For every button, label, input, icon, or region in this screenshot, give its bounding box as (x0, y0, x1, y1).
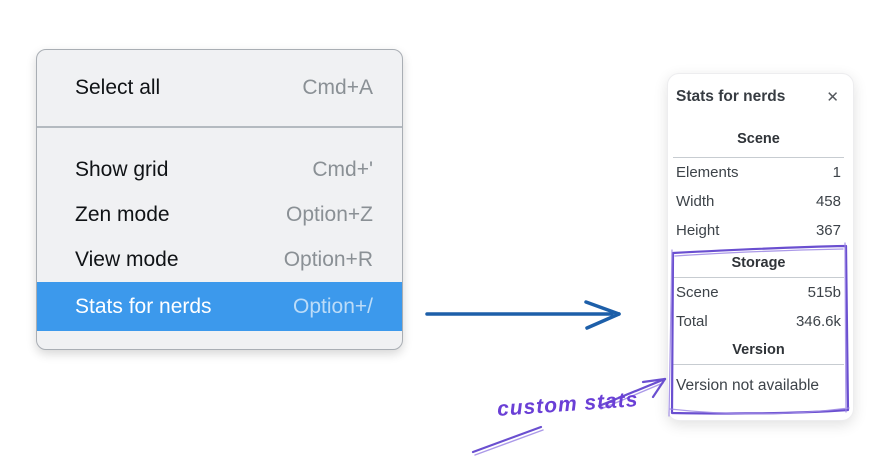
stat-row-elements: Elements 1 (676, 158, 841, 187)
scene-section: Scene Elements 1 Width 458 Height 367 (673, 128, 844, 245)
menu-divider (37, 126, 402, 128)
stat-label: Height (676, 222, 720, 239)
stats-panel-header: Stats for nerds ✕ (676, 88, 841, 106)
menu-item-stats-for-nerds[interactable]: Stats for nerds Option+/ (37, 282, 402, 331)
panel-title: Stats for nerds (676, 88, 786, 105)
scene-section-header: Scene (737, 131, 780, 147)
storage-section-header: Storage (731, 255, 786, 271)
version-section: Version Version not available (673, 336, 844, 402)
menu-item-shortcut: Cmd+' (312, 157, 373, 181)
stats-panel: Stats for nerds ✕ Scene Elements 1 Width… (667, 73, 854, 421)
stat-value: 346.6k (795, 313, 841, 330)
stat-row-width: Width 458 (676, 187, 841, 216)
stat-value: 1 (832, 164, 841, 181)
arrow-menu-to-panel-icon (425, 300, 621, 330)
stat-value: 458 (815, 193, 841, 210)
menu-item-label: Show grid (75, 157, 169, 181)
menu-item-label: Stats for nerds (75, 294, 212, 318)
menu-item-shortcut: Cmd+A (302, 76, 373, 99)
stat-value: 515b (807, 284, 841, 301)
section-divider (673, 157, 844, 158)
annotation-label: custom stats (496, 388, 640, 421)
menu-item-shortcut: Option+R (283, 247, 373, 271)
stat-label: Scene (676, 284, 719, 301)
stat-value: 367 (815, 222, 841, 239)
stat-label: Total (676, 313, 708, 330)
menu-item-shortcut: Option+/ (293, 294, 373, 318)
stat-row-total-size: Total 346.6k (676, 307, 841, 336)
menu-item-label: View mode (75, 247, 179, 271)
menu-item-show-grid[interactable]: Show grid Cmd+' (37, 147, 402, 192)
section-divider (673, 364, 844, 365)
menu-item-shortcut: Option+Z (286, 202, 373, 226)
storage-section: Storage Scene 515b Total 346.6k (673, 249, 844, 336)
menu-item-label: Select all (75, 76, 161, 99)
version-section-header: Version (732, 342, 785, 358)
stat-label: Width (676, 193, 715, 210)
menu-item-select-all[interactable]: Select all Cmd+A (37, 50, 402, 126)
stat-row-height: Height 367 (676, 216, 841, 245)
context-menu: Select all Cmd+A Show grid Cmd+' Zen mod… (36, 49, 403, 350)
version-note: Version not available (676, 377, 820, 394)
close-icon[interactable]: ✕ (826, 88, 839, 106)
stat-label: Elements (676, 164, 739, 181)
menu-group: Show grid Cmd+' Zen mode Option+Z View m… (37, 128, 402, 331)
menu-item-label: Zen mode (75, 202, 170, 226)
stat-row-scene-size: Scene 515b (676, 278, 841, 307)
menu-item-zen-mode[interactable]: Zen mode Option+Z (37, 192, 402, 237)
menu-item-view-mode[interactable]: View mode Option+R (37, 237, 402, 282)
